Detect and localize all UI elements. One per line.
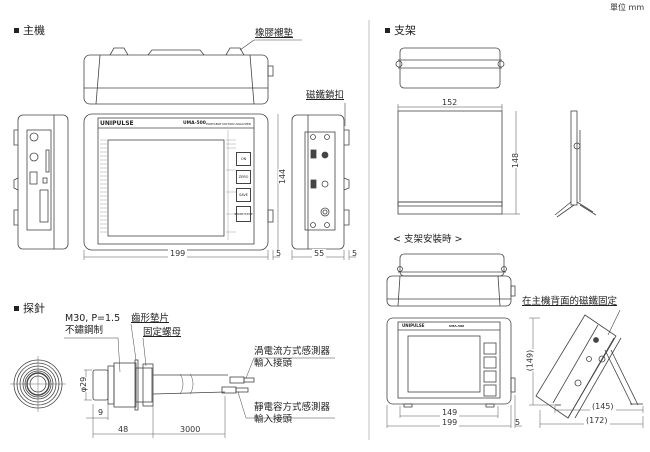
probe-side-view <box>64 323 335 419</box>
base-depth-dim: (145) <box>590 402 616 411</box>
mounted-width-dim: 199 <box>440 418 460 427</box>
total-depth-dim: (172) <box>584 416 610 425</box>
probe-diameter-dim: φ29 <box>79 376 89 393</box>
mounted-brand-logo: UNIPULSE <box>402 323 425 328</box>
bullet-square-icon <box>14 27 19 33</box>
main-height-dim: 144 <box>278 168 288 185</box>
tilted-dimension-lines <box>529 317 644 428</box>
bullet-square-icon <box>385 27 390 33</box>
stand-side-view <box>554 110 597 218</box>
bullet-square-icon <box>14 305 19 311</box>
material-callout: 不鏽鋼制 <box>65 325 104 336</box>
stand-title: 支架 <box>385 22 416 38</box>
model-label: UMA-500 <box>183 121 206 126</box>
magnet-latch-callout: 磁鐵鎖扣 <box>306 90 345 101</box>
mounted-front-view <box>386 317 516 408</box>
mounted-side-offset-dim: 5 <box>515 418 521 427</box>
capacitive-connector-callout-line2: 輸入接頭 <box>254 414 293 425</box>
stand-top-view <box>395 47 505 89</box>
unit-label: 單位 mm <box>610 3 645 12</box>
stand-front-view <box>397 104 520 215</box>
main-depth-offset-dim: 5 <box>352 249 358 258</box>
main-width-dim: 199 <box>168 249 188 258</box>
thread-spec-callout: M30, P=1.5 <box>65 313 121 324</box>
stand-title-text: 支架 <box>394 24 416 37</box>
probe-dimension-lines <box>84 369 226 438</box>
on-button[interactable]: ON <box>236 152 251 166</box>
eddy-connector-callout-line2: 輸入接頭 <box>254 358 293 369</box>
probe-title-text: 探針 <box>23 302 45 315</box>
main-unit-right-side-view <box>291 103 350 250</box>
save-button[interactable]: SAVE <box>236 188 251 202</box>
zero-button[interactable]: ZERO <box>236 170 251 184</box>
mounted-top-view <box>386 253 516 307</box>
stand-height-dim: 148 <box>511 152 521 169</box>
mounted-foot-span-dim: 149 <box>440 408 460 417</box>
main-depth-dim: 55 <box>312 249 327 258</box>
toothed-washer-callout: 齒形墊片 <box>131 313 170 324</box>
start-stop-button[interactable]: START/STOP <box>234 206 253 222</box>
probe-cable-length-dim: 3000 <box>180 425 201 434</box>
main-unit-title-text: 主機 <box>23 24 45 37</box>
tilt-height-dim: (149) <box>525 349 535 372</box>
probe-end-view <box>10 356 66 412</box>
main-side-offset-dim: 5 <box>276 249 282 258</box>
mounted-magnet-callout: 在主機背面的磁鐵固定 <box>522 296 618 307</box>
mounted-model-label: UMA-500 <box>449 324 465 328</box>
fixing-nut-callout: 固定螺母 <box>143 327 182 338</box>
capacitive-connector-callout-line1: 靜電容方式感測器 <box>254 402 331 413</box>
stand-width-dim: 152 <box>442 98 458 107</box>
probe-title: 探針 <box>14 300 45 316</box>
model-description: PORTABLE MOTION ANALYZER <box>206 122 251 126</box>
main-unit-title: 主機 <box>14 22 45 38</box>
probe-tip-length-dim: 9 <box>98 408 104 417</box>
mounted-label: < 支架安裝時 > <box>393 234 463 245</box>
mounted-tilted-side-view <box>535 309 643 419</box>
brand-logo: UNIPULSE <box>100 120 134 127</box>
main-unit-left-side-view <box>13 114 69 250</box>
rubber-pad-callout: 橡膠襯墊 <box>255 28 294 39</box>
main-unit-top-view <box>83 39 302 105</box>
eddy-connector-callout-line1: 渦電流方式感測器 <box>254 346 331 357</box>
probe-body-length-dim: 48 <box>118 425 129 434</box>
